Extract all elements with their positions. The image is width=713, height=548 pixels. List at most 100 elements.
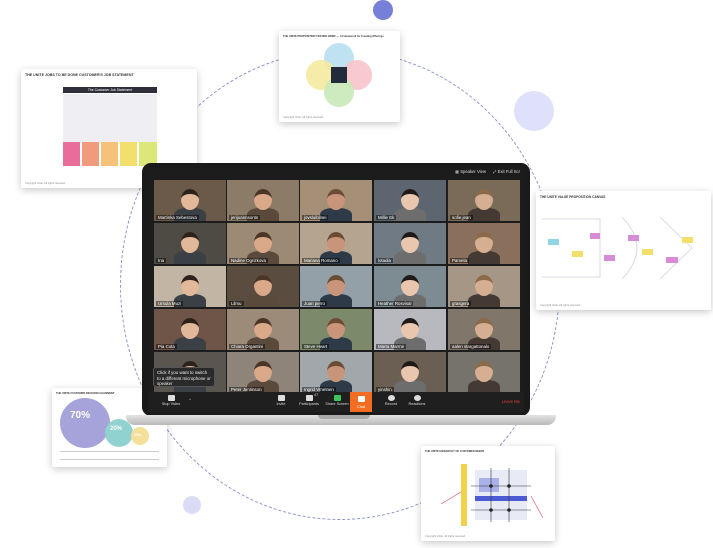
participant-face [181,275,199,296]
chat-button[interactable]: Chat [350,392,372,412]
job-pill-1 [63,142,80,166]
video-tile[interactable]: Steve Heart [300,309,372,350]
video-tile[interactable]: Heather Rosvisal [374,266,446,307]
video-tile[interactable]: Pia Cota [154,309,226,350]
video-tile[interactable]: Ina [154,223,226,264]
dot-top [373,0,393,20]
participant-face [181,189,199,210]
video-tile[interactable]: jovsluibilnei [300,180,372,221]
participant-body [468,208,500,221]
participant-body [468,380,500,393]
participant-body [247,208,279,221]
chevron-up-icon[interactable]: ^ [189,398,191,402]
reactions-button[interactable]: Reactions [402,392,432,412]
reactions-label: Reactions [408,402,426,406]
share-screen-button[interactable]: Share Screen [322,392,352,412]
invite-button[interactable]: Invite [266,392,296,412]
participant-body [320,380,352,393]
participant-face [327,361,345,382]
video-tile[interactable]: Lilmu [227,266,299,307]
share-screen-icon [333,395,341,401]
participant-face [475,361,493,382]
job-pill-5 [139,142,157,166]
record-button[interactable]: Record [376,392,406,412]
participant-name: Pamela [450,258,469,263]
video-camera-icon [167,395,175,401]
participant-name: Nadine Ogrizkova [229,258,268,263]
participant-name: Martinka Sebestova [156,215,199,220]
small-circle [131,427,149,445]
participant-body [468,251,500,264]
participant-name: jerijuannsonts [229,215,261,220]
participant-face [327,275,345,296]
video-tile[interactable]: aalen stargattonalo [448,309,520,350]
video-tile[interactable]: Nadine Ogrizkova [227,223,299,264]
job-statement-footer: Copyright Unite. All rights reserved. [25,182,66,185]
invite-icon [277,395,285,401]
big-percent: 70% [70,410,91,421]
participant-name: Millie Ek [376,215,397,220]
participant-face [475,275,493,296]
video-tile[interactable]: grasgera [448,266,520,307]
participant-face [327,318,345,339]
chat-label: Chat [356,405,366,409]
video-tile[interactable]: Peter Jentinson [227,352,299,393]
participant-body [320,294,352,307]
video-tile[interactable]: Millie Ek [374,180,446,221]
participant-body [174,208,206,221]
participant-face [254,189,272,210]
video-tile[interactable]: Mariana Romano [300,223,372,264]
leave-meeting-button[interactable]: Leave Me [501,399,520,404]
video-tile[interactable]: Ursula Muzi [154,266,226,307]
participant-body [320,208,352,221]
hierarchy-title: THE UNITE HIERARCHY OF CUSTOMER NEEDS [425,450,485,453]
participant-name: Heather Rosvisal [376,301,414,306]
video-tile[interactable]: Ingrid Vrnetnen [300,352,372,393]
video-tile[interactable]: Chiara Organtini [227,309,299,350]
participant-face [327,189,345,210]
participant-name: jovsluibilnei [302,215,329,220]
participant-body [394,294,426,307]
percent-card: THE UNITE CUSTOMER DECISION ALIGNMENT 70… [52,388,167,467]
participant-face [254,232,272,253]
participant-body [394,251,426,264]
laptop-base [126,415,556,425]
exit-fullscreen-button[interactable]: ⤢ Exit Full Scr [493,169,520,174]
hierarchy-diagram [440,464,544,526]
participant-name: lotadia [376,258,393,263]
participant-body [320,337,352,350]
participant-name: aalen stargattonalo [450,344,492,349]
small-percent: 10% [134,433,142,437]
participant-body [247,337,279,350]
video-tile[interactable]: yinshin [374,352,446,393]
participant-body [247,251,279,264]
video-tile[interactable]: lotadia [374,223,446,264]
value-canvas-shapes [542,216,693,280]
participant-name: Marta Marme [376,344,407,349]
video-tile[interactable]: Martinka Sebestova [154,180,226,221]
participant-face [181,318,199,339]
participant-body [394,208,426,221]
participant-body [247,294,279,307]
participant-face [401,318,419,339]
video-tile[interactable]: jerijuannsonts [227,180,299,221]
proposition-title: THE UNITE PROPOSITION TESTING BRIEF — A … [283,35,384,38]
reactions-icon [413,395,421,401]
value-canvas-card: THE UNITE VALUE PROPOSITION CANVAS Copyr… [536,191,711,310]
speaker-view-button[interactable]: ▦ Speaker View [455,169,486,174]
video-tile[interactable]: Juan perro [300,266,372,307]
stop-video-label: Stop Video [161,402,181,406]
percent-card-title: THE UNITE CUSTOMER DECISION ALIGNMENT [56,392,115,395]
video-tile[interactable]: Pamela [448,223,520,264]
stop-video-button[interactable]: Stop Video [156,392,186,412]
participant-face [254,275,272,296]
video-tile[interactable] [448,352,520,393]
video-tile[interactable]: sofie.jean [448,180,520,221]
video-tile[interactable]: Marta Marme [374,309,446,350]
participant-face [254,318,272,339]
participant-face [401,189,419,210]
participant-name: Juan perro [302,301,327,306]
chat-icon [358,396,365,402]
participant-body [174,294,206,307]
